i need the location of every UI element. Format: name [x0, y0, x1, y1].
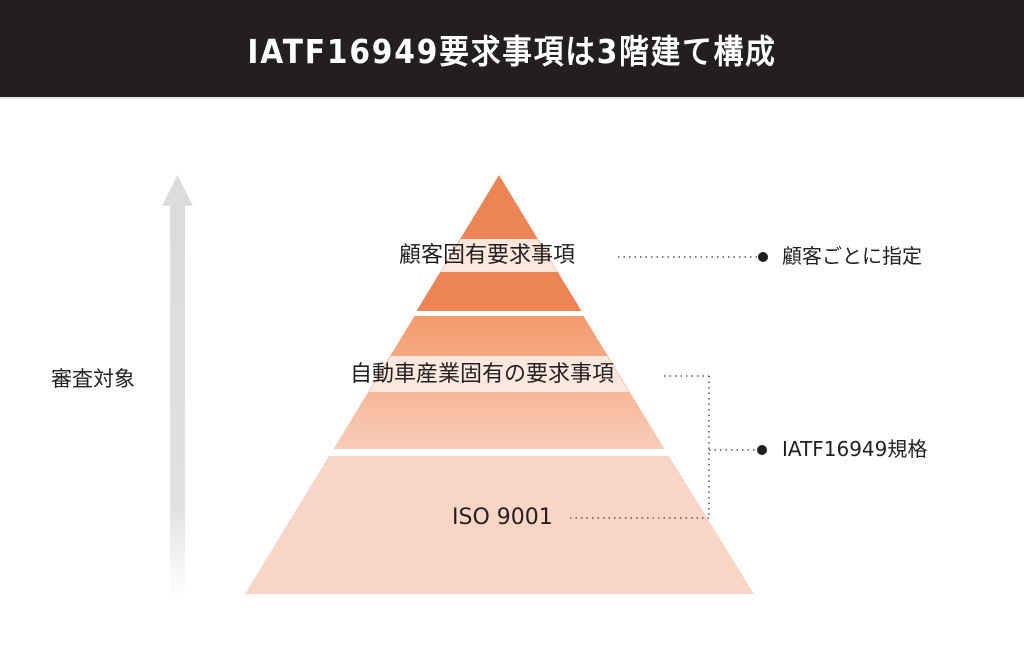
tier-label-iso9001: ISO 9001 [452, 505, 553, 530]
up-arrow-icon [162, 175, 193, 600]
pyramid [245, 175, 754, 594]
page-title: IATF16949要求事項は3階建て構成 [247, 31, 777, 71]
tier-label-customer-specific: 顧客固有要求事項 [399, 243, 576, 268]
bullet-dot-iatf [757, 445, 767, 455]
annotation-customer-specified: 顧客ごとに指定 [782, 244, 922, 268]
connectors [570, 256, 757, 519]
annotation-iatf16949-standard: IATF16949規格 [782, 437, 928, 461]
tier-label-automotive-specific: 自動車産業固有の要求事項 [350, 362, 615, 387]
title-banner: IATF16949要求事項は3階建て構成 [0, 0, 1024, 99]
axis-label: 審査対象 [51, 367, 135, 391]
bullet-dot-customer [758, 252, 768, 262]
tier-iso9001 [245, 456, 754, 594]
